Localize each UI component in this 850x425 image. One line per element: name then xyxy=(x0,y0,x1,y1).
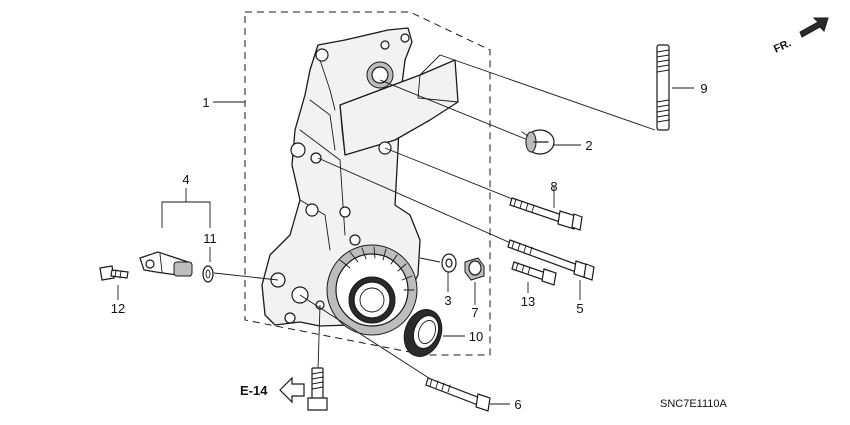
callout-9: 9 xyxy=(700,81,707,96)
sealing-washer xyxy=(441,253,457,273)
flange-bolt-upper xyxy=(509,197,583,231)
plug-bolt xyxy=(464,257,485,281)
reference-arrow xyxy=(279,376,305,404)
tensioner-cap xyxy=(521,129,555,155)
callout-10: 10 xyxy=(469,329,483,344)
callout-4: 4 xyxy=(182,172,189,187)
stud-bolt xyxy=(656,44,670,131)
flange-bolt-short xyxy=(511,261,557,286)
leader-lines xyxy=(117,54,694,405)
callout-labels: 1 2 3 4 5 6 7 8 9 10 11 12 13 xyxy=(111,81,708,412)
callout-11: 11 xyxy=(203,231,217,246)
callout-8: 8 xyxy=(550,179,557,194)
sensor-o-ring xyxy=(202,265,214,283)
callout-13: 13 xyxy=(521,294,535,309)
callout-5: 5 xyxy=(576,301,583,316)
flange-bolt-lower xyxy=(425,377,491,412)
callout-6: 6 xyxy=(514,397,521,412)
crank-oil-seal xyxy=(403,309,443,357)
reference-label: E-14 xyxy=(240,383,268,398)
sensor-bolt xyxy=(99,265,129,281)
front-direction-indicator xyxy=(799,17,829,38)
chain-case-cover xyxy=(261,27,459,336)
callout-2: 2 xyxy=(585,138,592,153)
assembly-bracket xyxy=(244,11,491,356)
callout-12: 12 xyxy=(111,301,125,316)
callout-1: 1 xyxy=(202,95,209,110)
diagram-code: SNC7E1110A xyxy=(660,398,728,410)
callout-7: 7 xyxy=(471,305,478,320)
flange-bolt-long xyxy=(507,239,595,281)
callout-3: 3 xyxy=(444,293,451,308)
front-direction-label: FR. xyxy=(772,37,793,55)
vertical-bolt xyxy=(307,367,328,411)
crank-position-sensor xyxy=(139,251,193,277)
